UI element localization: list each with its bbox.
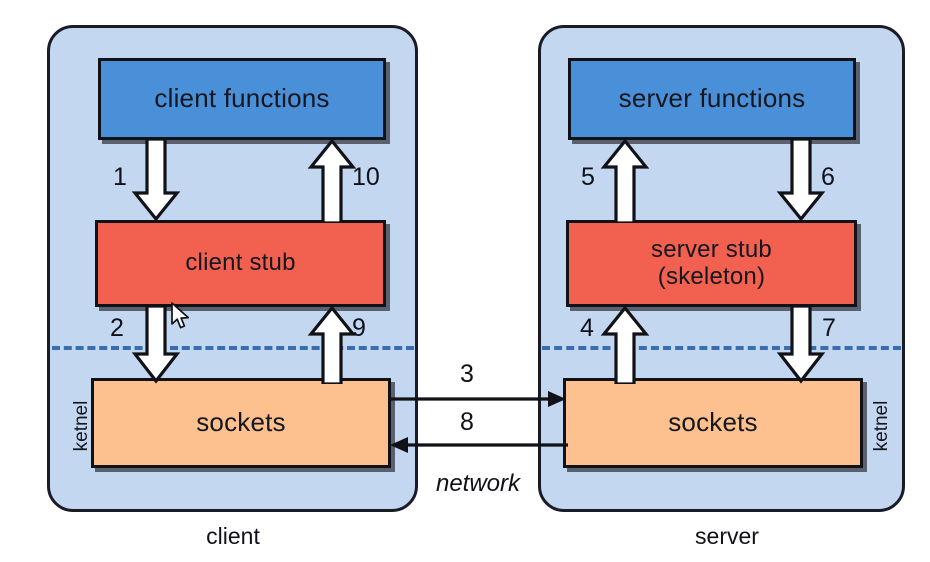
client-sockets-label: sockets — [196, 407, 286, 438]
server-stub-label: server stub (skeleton) — [651, 235, 772, 290]
network-gutter — [420, 360, 536, 495]
step-number-8: 8 — [460, 408, 474, 436]
server-functions-box: server functions — [568, 58, 856, 140]
client-functions-box: client functions — [98, 58, 386, 140]
arrow-step-7-down — [776, 306, 826, 384]
client-stub-box: client stub — [95, 220, 386, 307]
server-caption: server — [695, 523, 759, 549]
step-number-7: 7 — [822, 314, 836, 342]
server-sockets-label: sockets — [668, 407, 758, 438]
client-kernel-text: ketnel — [71, 400, 92, 452]
client-caption: client — [206, 523, 260, 549]
arrow-step-4-up — [600, 306, 650, 384]
step-number-10: 10 — [352, 163, 380, 191]
arrow-step-6-down — [776, 139, 826, 223]
server-sockets-box: sockets — [563, 378, 863, 468]
client-kernel-label: ketnel — [71, 381, 93, 471]
arrow-step-8-left — [388, 434, 568, 456]
step-number-5: 5 — [581, 163, 595, 191]
step-number-3: 3 — [460, 360, 474, 388]
arrow-step-10-up — [307, 139, 357, 223]
step-number-6: 6 — [821, 163, 835, 191]
client-stub-label: client stub — [185, 249, 296, 277]
step-number-1: 1 — [113, 163, 127, 191]
server-functions-label: server functions — [618, 83, 806, 114]
step-number-9: 9 — [352, 314, 366, 342]
client-sockets-box: sockets — [91, 378, 391, 468]
server-stub-box: server stub (skeleton) — [566, 220, 857, 307]
step-number-4: 4 — [580, 314, 594, 342]
arrow-step-3-right — [388, 388, 568, 410]
step-number-2: 2 — [110, 314, 124, 342]
client-kernel-divider — [52, 346, 414, 350]
arrow-step-5-up — [600, 139, 650, 223]
network-label: network — [435, 470, 521, 497]
client-functions-label: client functions — [154, 83, 330, 114]
arrow-step-1-down — [131, 139, 181, 223]
arrow-step-2-down — [131, 306, 181, 384]
server-kernel-label: ketnel — [871, 381, 893, 471]
server-kernel-divider — [542, 346, 901, 350]
server-kernel-text: ketnel — [871, 400, 892, 452]
arrow-step-9-up — [307, 306, 357, 384]
